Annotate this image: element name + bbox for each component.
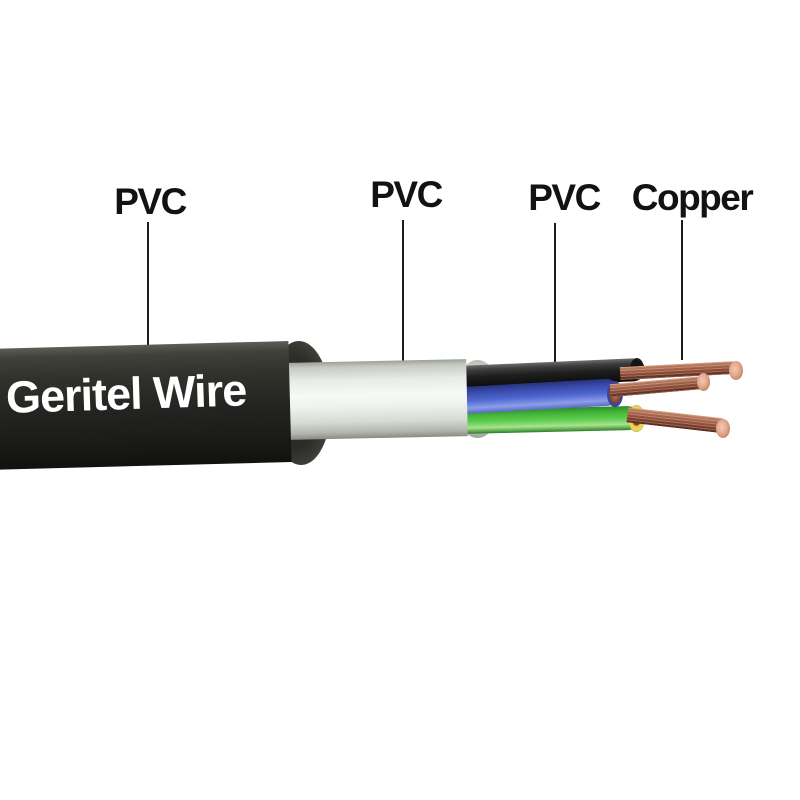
label-pvc-inner-sheath: PVC (370, 174, 443, 215)
cable-brand-text: Geritel Wire (5, 364, 247, 423)
copper-conductor-bottom-tip (716, 419, 730, 438)
label-copper-conductor: Copper (631, 177, 754, 218)
copper-conductor-bottom (626, 407, 728, 434)
label-pvc-outer-jacket: PVC (114, 181, 187, 222)
copper-conductor-middle-tip (697, 373, 710, 391)
leader-line-outer-jacket (147, 222, 149, 357)
leader-line-core-insulation (554, 223, 556, 366)
label-pvc-core-insulation: PVC (528, 177, 601, 218)
copper-conductor-top-tip (729, 361, 743, 380)
leader-line-copper-conductor (681, 220, 683, 360)
leader-line-inner-sheath (402, 220, 404, 362)
inner-sheath-body (288, 359, 468, 440)
